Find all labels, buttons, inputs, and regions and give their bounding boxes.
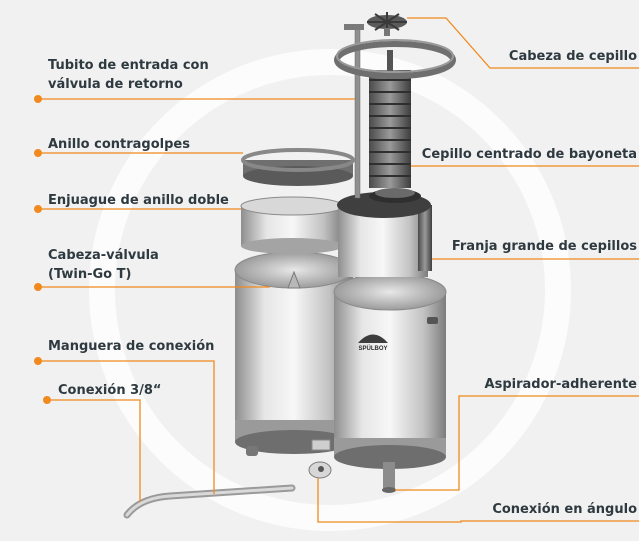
background-halo — [89, 49, 571, 531]
leader-conexion-angulo — [317, 478, 639, 523]
label-anillo: Anillo contragolpes — [48, 137, 190, 152]
bayonet-brush — [369, 50, 411, 188]
angle-connector — [308, 439, 332, 479]
label-conexion-angulo: Conexión en ángulo — [492, 502, 637, 517]
label-cabeza-valvula-line1: Cabeza-válvula — [48, 248, 159, 263]
spulboy-logo: SPÜLBOY — [358, 334, 388, 352]
connection-hose — [123, 484, 296, 519]
label-tubito-line1: Tubito de entrada con — [48, 58, 209, 73]
label-cabeza-valvula-line2: (Twin-Go T) — [48, 267, 132, 282]
left-canister — [234, 251, 354, 456]
right-canister — [333, 273, 447, 493]
leader-aspirador — [395, 395, 639, 491]
label-cabeza-valvula: Cabeza-válvula (Twin-Go T) — [48, 246, 159, 284]
brush-head — [367, 12, 407, 36]
top-brush-ring — [334, 39, 456, 79]
label-cepillo-centrado: Cepillo centrado de bayoneta — [421, 147, 637, 162]
brush-strip — [337, 192, 432, 277]
label-cabeza-cepillo: Cabeza de cepillo — [508, 49, 637, 64]
leader-conexion38 — [47, 399, 141, 502]
callout-dots — [34, 95, 51, 404]
label-conexion38: Conexión 3/8“ — [58, 383, 162, 398]
label-franja: Franja grande de cepillos — [451, 239, 637, 254]
ring-rinse — [240, 196, 344, 254]
label-tubito: Tubito de entrada con válvula de retorno — [48, 56, 209, 94]
callout-lines — [38, 17, 639, 523]
anti-splash-ring — [241, 148, 355, 186]
inlet-tube — [344, 24, 364, 199]
label-aspirador: Aspirador-adherente — [484, 377, 637, 392]
label-enjuague: Enjuague de anillo doble — [48, 193, 229, 208]
label-tubito-line2: válvula de retorno — [48, 77, 183, 92]
leader-cabeza-cepillo — [407, 17, 639, 69]
brush-base — [369, 188, 421, 203]
svg-text:SPÜLBOY: SPÜLBOY — [358, 345, 387, 352]
leader-manguera — [38, 360, 215, 494]
label-manguera: Manguera de conexión — [48, 339, 215, 354]
